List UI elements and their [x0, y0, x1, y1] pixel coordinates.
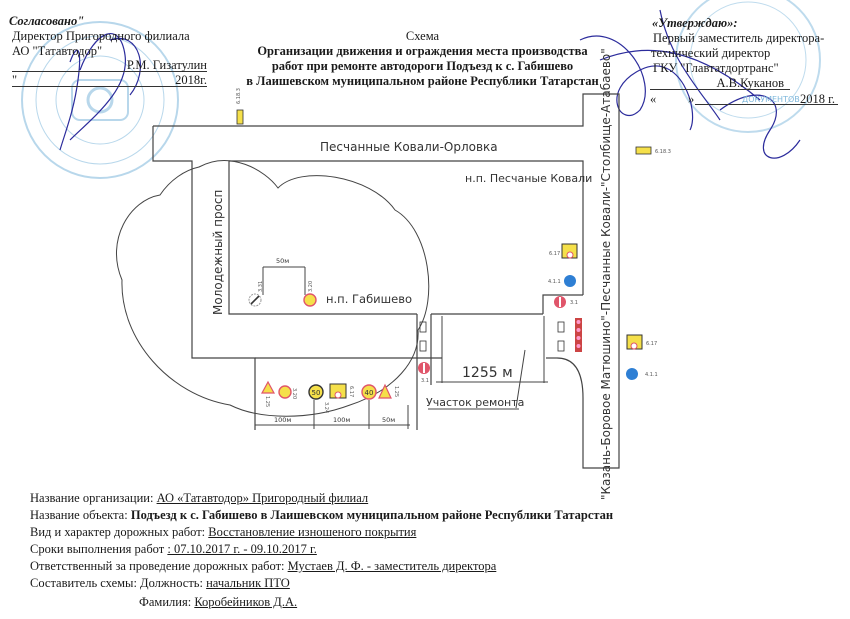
- approve-date-open: «: [650, 92, 657, 106]
- dates-label: Сроки выполнения работ: [30, 542, 168, 556]
- sign-3-24-40: [361, 384, 377, 400]
- label-6-17-upper: 6.17: [549, 251, 560, 257]
- label-1-25-b: 1.25: [393, 386, 399, 397]
- sign-6-17-right: [626, 334, 643, 350]
- label-3-1-lower: 3.1: [421, 378, 429, 384]
- speed-limit-50: 50: [312, 389, 321, 397]
- bottom-dimensions: [254, 400, 410, 429]
- agreed-date-year: 2018г.: [175, 73, 207, 87]
- object-value: Подъезд к с. Габишево в Лаишевском муниц…: [130, 508, 614, 522]
- dim-100-b: 100м: [333, 416, 351, 424]
- sign-4-1-1-right: [626, 368, 638, 380]
- title-line-3: работ при ремонте автодороги Подъезд к с…: [271, 59, 574, 73]
- label-4-1-1-right: 4.1.1: [645, 372, 658, 378]
- surname-value: Коробейников Д.А.: [194, 595, 298, 609]
- speed-limit-40: 40: [365, 389, 374, 397]
- approve-position-2: технический директор: [651, 46, 771, 60]
- sign-4-1-1-upper: [564, 275, 576, 287]
- left-stamp: [21, 21, 179, 179]
- agreed-date-line: " 2018г.: [12, 73, 207, 87]
- label-3-20-village: 3.20: [308, 281, 314, 292]
- road-label-top: Песчанные Ковали-Орловка: [320, 140, 498, 154]
- sign-1-25-a: [260, 380, 276, 394]
- agreed-label: Согласовано": [9, 14, 85, 28]
- info-author: Составитель схемы: Должность: начальник …: [30, 575, 290, 591]
- right-signature: [579, 9, 801, 159]
- barrier-blocks: [419, 321, 565, 352]
- stamp-text: ДОКУМЕНТОВ: [742, 95, 800, 104]
- approve-date-line: « »: [650, 92, 838, 106]
- approve-label: «Утверждаю»:: [652, 16, 738, 30]
- label-3-20: 3.20: [291, 388, 297, 399]
- dates-value: : 07.10.2017 г. - 09.10.2017 г.: [167, 542, 317, 556]
- sign-3-20-village: [303, 293, 317, 307]
- info-responsible: Ответственный за проведение дорожных раб…: [30, 558, 496, 574]
- road-label-molodezhny: Молодежный просп: [211, 189, 225, 315]
- org-label: Название организации:: [30, 491, 157, 505]
- road-top-outline: [153, 93, 620, 469]
- label-3-24: 3.24: [323, 402, 329, 413]
- label-6-18-3-right: 6.18.3: [655, 149, 671, 155]
- right-stamp: [675, 0, 821, 133]
- title-line-4: в Лаишевском муниципальном районе Респуб…: [246, 74, 599, 88]
- agreed-name: Р.М. Гизатулин: [126, 58, 207, 72]
- title-line-2: Организации движения и ограждения места …: [257, 44, 588, 58]
- info-work-type: Вид и характер дорожных работ: Восстанов…: [30, 524, 416, 540]
- segment-length: 1255 м: [462, 365, 513, 381]
- author-label: Составитель схемы: Должность:: [30, 576, 207, 590]
- repair-area-label: Участок ремонта: [426, 396, 525, 409]
- surname-label: Фамилия:: [139, 595, 195, 609]
- approve-date-year: 2018 г.: [800, 92, 835, 106]
- village-label-peschanye: н.п. Песчаные Ковали: [465, 172, 593, 185]
- agreed-position: Директор Пригородного филиала: [12, 29, 190, 43]
- arrow-board: [575, 318, 582, 352]
- agreed-date-quote: ": [12, 73, 18, 87]
- label-4-1-1-upper: 4.1.1: [548, 279, 561, 285]
- info-dates: Сроки выполнения работ : 07.10.2017 г. -…: [30, 541, 317, 557]
- road-label-right: "Казань-Боровое Матюшино"-Песчанные Кова…: [599, 48, 613, 500]
- responsible-value: Мустаев Д. Ф. - заместитель директора: [287, 559, 497, 573]
- work-label: Вид и характер дорожных работ:: [30, 525, 209, 539]
- responsible-label: Ответственный за проведение дорожных раб…: [30, 559, 288, 573]
- org-value: АО «Татавтодор» Пригородный филиал: [156, 491, 369, 505]
- dim-50-village: 50м: [276, 257, 290, 265]
- approve-position-1: Первый заместитель директора-: [653, 31, 825, 45]
- sign-6-18-3-top: [236, 109, 244, 125]
- author-value: начальник ПТО: [206, 576, 290, 590]
- label-6-17-right: 6.17: [646, 341, 657, 347]
- dim-50-b: 50м: [382, 416, 396, 424]
- label-3-31: 3.31: [258, 281, 264, 292]
- agreed-name-line: Р.М. Гизатулин: [12, 58, 207, 72]
- label-6-18-3-top: 6.18.3: [236, 88, 242, 104]
- sign-6-17-bottom: [329, 383, 347, 399]
- label-3-1-upper: 3.1: [570, 300, 578, 306]
- work-value: Восстановление изношеного покрытия: [208, 525, 417, 539]
- object-label: Название объекта:: [30, 508, 131, 522]
- approve-date-close: »: [688, 92, 695, 106]
- label-1-25-a: 1.25: [264, 396, 270, 407]
- info-organization: Название организации: АО «Татавтодор» Пр…: [30, 490, 368, 506]
- approve-name: А.В.Куканов: [716, 76, 784, 90]
- agreed-org: АО "Татавтодор": [12, 44, 103, 58]
- approve-name-line: А.В.Куканов: [650, 76, 790, 90]
- label-6-17-bottom: 6.17: [348, 386, 354, 397]
- title-line-1: Схема: [405, 29, 440, 43]
- sign-3-20: [278, 385, 292, 399]
- approve-org: ГКУ "Главтатдортранс": [653, 61, 779, 75]
- sign-1-25-b: [378, 383, 392, 399]
- document-title: Схема Организации движения и ограждения …: [230, 29, 615, 89]
- info-object: Название объекта: Подъезд к с. Габишево …: [30, 507, 613, 523]
- dim-50-village: [262, 266, 306, 295]
- sign-6-18-3-right: [635, 146, 652, 155]
- sign-3-24-50: [308, 384, 324, 400]
- repair-segment: [428, 316, 548, 410]
- info-surname: Фамилия: Коробейников Д.А.: [139, 594, 297, 610]
- village-label-gabishevo: н.п. Габишево: [326, 292, 413, 306]
- settlement-boundary: [116, 160, 430, 417]
- dim-100-a: 100м: [274, 416, 292, 424]
- sign-6-17-upper: [561, 243, 578, 259]
